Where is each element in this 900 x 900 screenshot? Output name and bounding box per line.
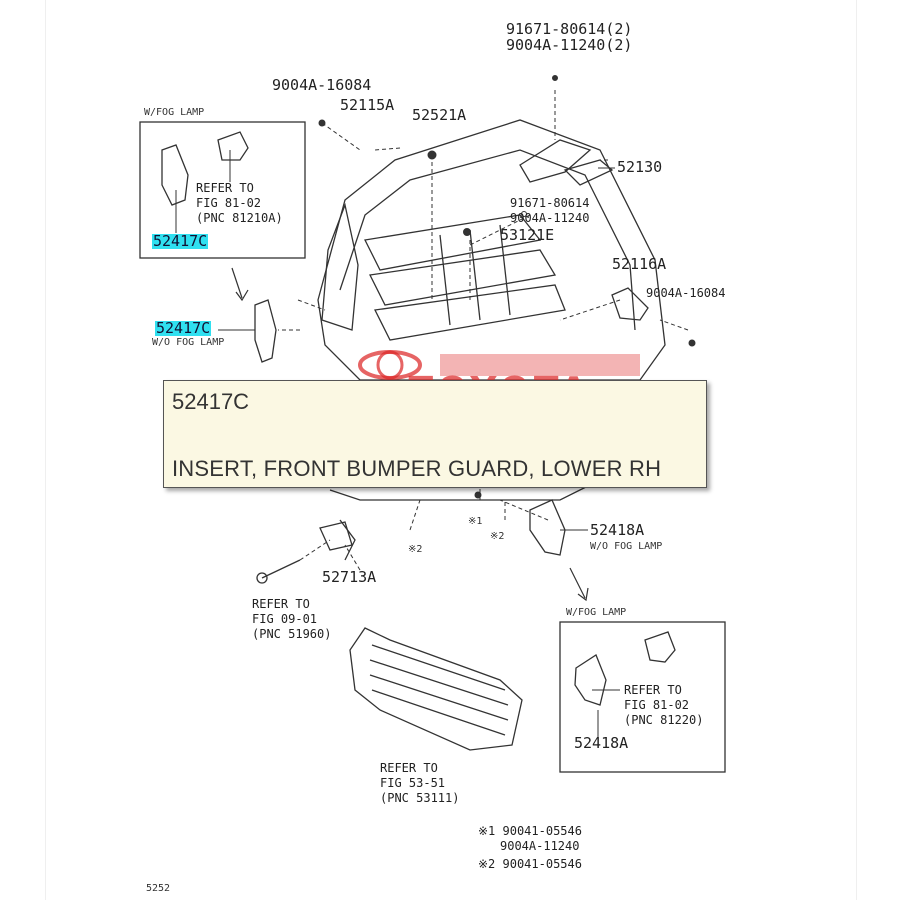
footnote-2: ※2 90041-05546 bbox=[478, 857, 582, 871]
refer-note-c-line2: FIG 81-02 bbox=[624, 698, 690, 712]
footnote-1: ※1 90041-05546 bbox=[478, 824, 582, 838]
footnote-marker-2b: ※2 bbox=[490, 531, 505, 542]
refer-note-d-line3: (PNC 53111) bbox=[380, 791, 460, 805]
refer-note-d-line2: FIG 53-51 bbox=[380, 776, 446, 790]
refer-note-a-line2: FIG 81-02 bbox=[196, 196, 262, 210]
clip-part-number-top: 91671-80614(2) bbox=[506, 20, 633, 38]
footnote-1-secondary: 9004A-11240 bbox=[500, 839, 580, 853]
part-label-52521A[interactable]: 52521A bbox=[412, 106, 467, 124]
part-label-53121E[interactable]: 53121E bbox=[500, 226, 555, 244]
refer-note-a-line3: (PNC 81210A) bbox=[196, 211, 283, 225]
lower-grille bbox=[349, 627, 523, 751]
clip-part-number-mid: 91671-80614 bbox=[510, 196, 590, 210]
bolt-part-number-right: 9004A-16084 bbox=[646, 286, 726, 300]
footnote-marker-2a: ※2 bbox=[408, 544, 423, 555]
page-corner-code: 5252 bbox=[146, 883, 171, 894]
refer-note-a-line1: REFER TO bbox=[196, 181, 254, 195]
tooltip-part-code: 52417C bbox=[172, 389, 250, 414]
fog-lamp-box-title-left: W/FOG LAMP bbox=[144, 107, 205, 118]
part-label-52417C-box[interactable]: 52417C bbox=[152, 232, 209, 250]
part-label-52713A[interactable]: 52713A bbox=[322, 568, 377, 586]
part-label-52418A-box[interactable]: 52418A bbox=[574, 734, 629, 752]
part-tooltip: 52417C INSERT, FRONT BUMPER GUARD, LOWER… bbox=[163, 380, 707, 488]
bumper-outline bbox=[317, 119, 666, 381]
without-fog-lamp-note-left: W/O FOG LAMP bbox=[152, 337, 225, 348]
screw-part-number-mid: 9004A-11240 bbox=[510, 211, 590, 225]
refer-note-b-line1: REFER TO bbox=[252, 597, 310, 611]
refer-note-c-line1: REFER TO bbox=[624, 683, 682, 697]
part-label-52418A[interactable]: 52418A bbox=[590, 521, 645, 539]
refer-note-d-line1: REFER TO bbox=[380, 761, 438, 775]
fog-lamp-box-left bbox=[139, 121, 306, 259]
fog-lamp-box-right bbox=[559, 621, 726, 773]
refer-note-c-line3: (PNC 81220) bbox=[624, 713, 704, 727]
part-label-52130[interactable]: 52130 bbox=[617, 158, 663, 176]
tooltip-part-description: INSERT, FRONT BUMPER GUARD, LOWER RH bbox=[172, 456, 662, 481]
screw-part-number-top: 9004A-11240(2) bbox=[506, 36, 633, 54]
bolt-part-number-top: 9004A-16084 bbox=[272, 76, 372, 94]
without-fog-lamp-note-right: W/O FOG LAMP bbox=[590, 541, 663, 552]
footnote-marker-1: ※1 bbox=[468, 516, 483, 527]
fog-lamp-box-title-right: W/FOG LAMP bbox=[566, 607, 627, 618]
part-label-52417C-main[interactable]: 52417C bbox=[155, 319, 212, 337]
refer-note-b-line3: (PNC 51960) bbox=[252, 627, 332, 641]
refer-note-b-line2: FIG 09-01 bbox=[252, 612, 318, 626]
part-label-52115A[interactable]: 52115A bbox=[340, 96, 395, 114]
part-label-52116A[interactable]: 52116A bbox=[612, 255, 667, 273]
